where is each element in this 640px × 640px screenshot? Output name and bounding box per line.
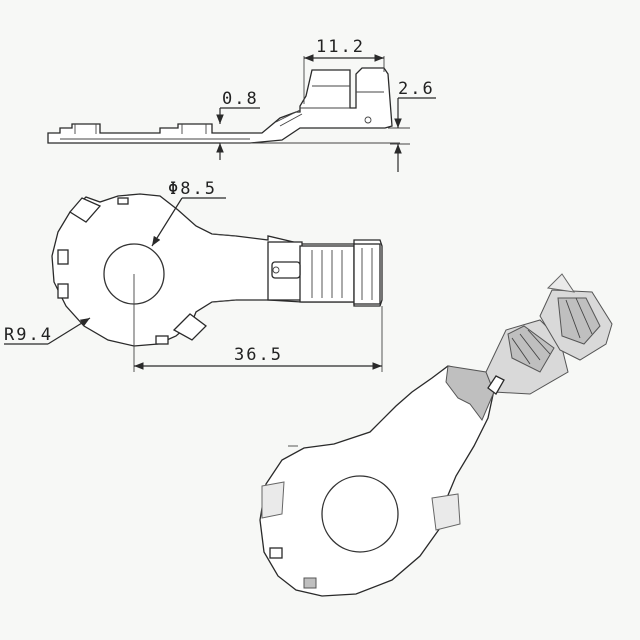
dimension-width-top: 11.2 [303,37,385,104]
dimension-hole-diameter: Φ8.5 [151,179,226,247]
top-view [51,193,383,372]
dimension-thickness: 0.8 [216,89,260,160]
side-view [47,67,393,144]
dimension-label-radius: R9.4 [4,325,53,345]
dimension-radius: R9.4 [4,317,91,345]
dimension-label-width: 11.2 [316,37,365,57]
isometric-view [259,273,613,597]
dimension-label-height: 2.6 [398,79,435,99]
dimension-length: 36.5 [134,306,383,372]
dimension-label-length: 36.5 [234,345,283,365]
dimension-height-top: 2.6 [388,79,436,172]
dimension-label-thickness: 0.8 [222,89,259,109]
dimension-label-diameter: Φ8.5 [168,179,217,199]
